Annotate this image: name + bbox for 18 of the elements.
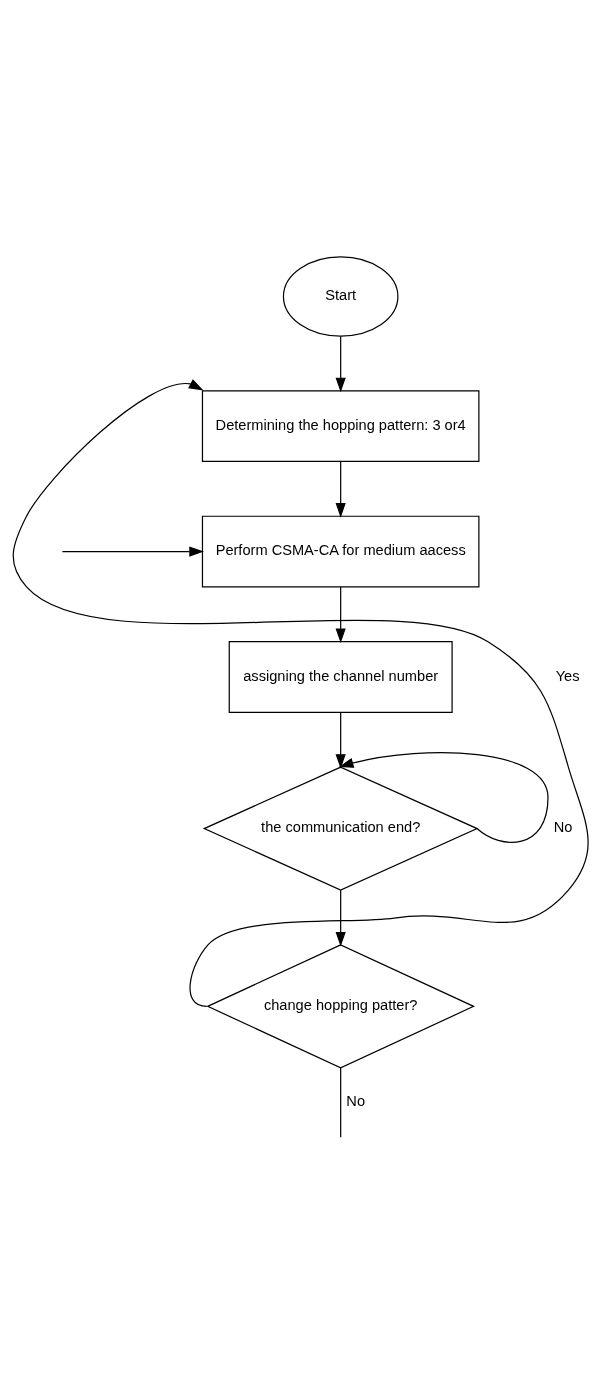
arrow <box>335 335 346 392</box>
arrow <box>335 585 346 643</box>
arrow <box>335 889 346 947</box>
arrow <box>61 545 204 557</box>
edge-label: No <box>553 818 573 835</box>
node-box: assigning the channel number <box>228 640 453 713</box>
node-box: Perform CSMA-CA for medium aacess <box>201 515 480 587</box>
node-ellipse: Start <box>282 255 399 337</box>
node-diamond: the communication end? <box>202 765 479 891</box>
node-diamond: change hopping patter? <box>206 943 476 1068</box>
arrow <box>12 378 589 1007</box>
node-box: Determining the hopping pattern: 3 or4 <box>201 389 480 462</box>
arrow <box>335 711 346 769</box>
edge-label: Yes <box>555 667 580 684</box>
arrow <box>335 460 346 518</box>
edge-label: No <box>346 1092 366 1109</box>
arrow <box>338 751 549 843</box>
connector <box>340 1066 342 1138</box>
